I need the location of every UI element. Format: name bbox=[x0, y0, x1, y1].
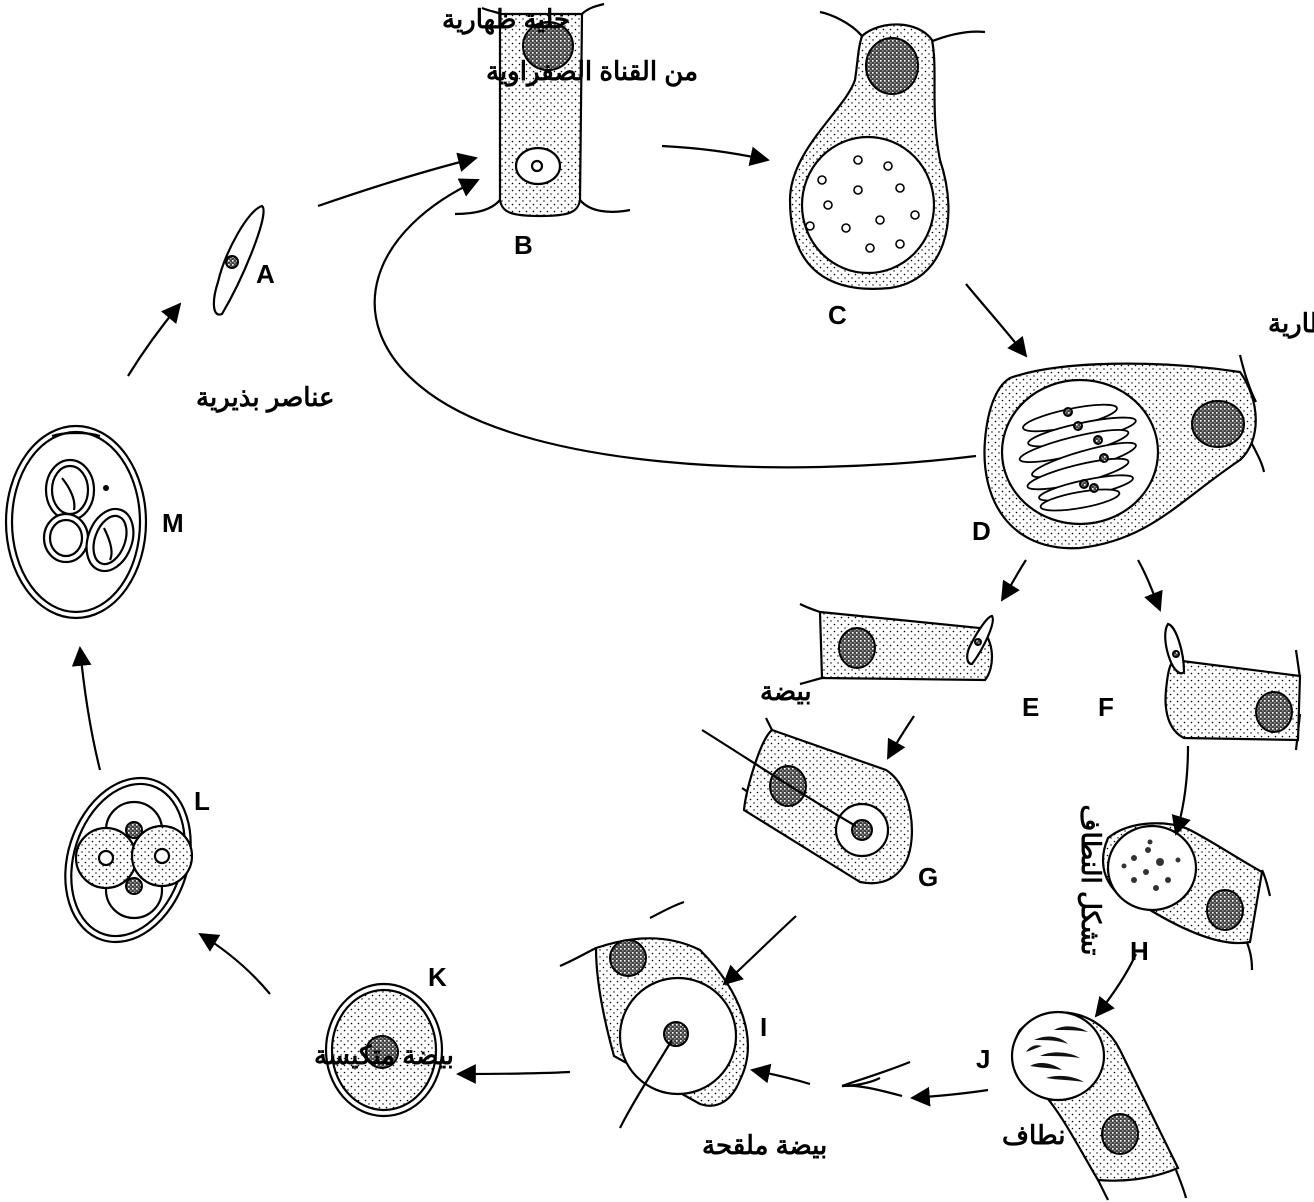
leader-egg bbox=[701, 729, 857, 827]
annotation-sporozoites: عناصر بذيرية bbox=[196, 382, 335, 413]
arrow-g-to-i bbox=[722, 915, 797, 986]
label-i: I bbox=[760, 1012, 767, 1042]
label-c: C bbox=[828, 300, 847, 330]
arrow-d-to-e bbox=[1000, 559, 1027, 602]
arrow-i-to-k bbox=[456, 1064, 571, 1084]
stage-j-microgamete-release bbox=[1010, 1010, 1188, 1201]
arrow-a-to-b bbox=[317, 152, 478, 208]
cycle-arrows bbox=[71, 144, 1191, 1107]
leader-fertilized-egg bbox=[619, 1039, 673, 1129]
label-k: K bbox=[428, 962, 447, 992]
annotation-egg: بيضة bbox=[760, 676, 812, 706]
microgamete-sperm bbox=[841, 1060, 911, 1098]
label-j: J bbox=[976, 1044, 990, 1074]
stage-i-zygote bbox=[559, 900, 749, 1107]
stage-d-mature-schizont bbox=[983, 354, 1266, 550]
label-l: L bbox=[194, 786, 210, 816]
annotation-schizonts: عناصر انشطارية bbox=[1268, 308, 1314, 339]
stage-l-sporulating-oocyst bbox=[64, 776, 194, 944]
label-b: B bbox=[514, 230, 533, 260]
annotation-sperm: نطاف bbox=[1002, 1120, 1065, 1150]
stage-g-macrogamete bbox=[741, 717, 913, 885]
annotation-sperm-formation: تشكل النطاف bbox=[1076, 805, 1106, 956]
stage-a-sporozoite bbox=[212, 204, 265, 316]
label-e: E bbox=[1022, 692, 1039, 722]
arrow-d-to-f bbox=[1137, 559, 1163, 612]
arrow-m-to-a bbox=[127, 302, 182, 377]
arrow-sperm-to-i bbox=[750, 1063, 811, 1086]
arrow-h-to-j bbox=[1094, 953, 1138, 1018]
arrow-c-to-d bbox=[965, 283, 1028, 358]
arrow-e-to-g bbox=[887, 715, 915, 760]
arrow-d-to-b bbox=[373, 178, 977, 469]
label-g: G bbox=[918, 862, 938, 892]
arrow-b-to-c bbox=[661, 144, 770, 167]
stage-labels: A B C D E F G H I J K L M bbox=[162, 230, 1149, 1074]
annotation-encysted-egg: بيضة متكيسة bbox=[314, 1040, 454, 1070]
stage-h-microgametocyte bbox=[1102, 822, 1272, 971]
stage-c-growing-schizont bbox=[788, 10, 986, 290]
annotation-fertilized-egg: بيضة ملقحة bbox=[702, 1130, 827, 1160]
label-f: F bbox=[1098, 692, 1114, 722]
label-a: A bbox=[256, 259, 275, 289]
arrow-j-to-sperm bbox=[910, 1086, 989, 1107]
stage-e-cell bbox=[799, 603, 994, 686]
annotation-epithelial-cell-2: من القناة الصفراوية bbox=[486, 56, 698, 87]
label-m: M bbox=[162, 508, 184, 538]
stage-b-epithelial-cell bbox=[454, 2, 631, 218]
arrow-l-to-m bbox=[71, 646, 102, 771]
arrow-k-to-l bbox=[198, 932, 271, 995]
stage-k-oocyst bbox=[324, 982, 444, 1118]
annotation-epithelial-cell-1: خلية ظهارية bbox=[442, 4, 570, 35]
stage-f-cell bbox=[1164, 622, 1302, 751]
annotations: خلية ظهارية من القناة الصفراوية عناصر ان… bbox=[196, 4, 1314, 1160]
label-d: D bbox=[972, 516, 991, 546]
arrow-f-to-h bbox=[1171, 745, 1191, 836]
stage-m-sporulated-oocyst bbox=[4, 424, 148, 620]
label-h: H bbox=[1130, 936, 1149, 966]
